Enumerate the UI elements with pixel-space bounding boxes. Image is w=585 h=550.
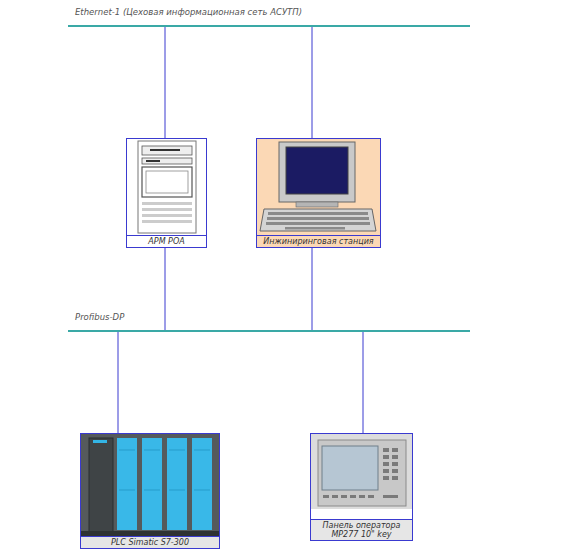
workstation-box: Инжиниринговая станция [256, 138, 381, 248]
bus-drop-line [165, 248, 166, 331]
bus-drop-line [118, 331, 119, 433]
network-bus: Profibus-DP [68, 312, 470, 332]
bus-drop-line [312, 26, 313, 138]
workstation-box: АРМ РОА [126, 138, 207, 248]
bus-label: Profibus-DP [68, 312, 470, 323]
panel-box: Панель оператора MP277 10" key [310, 433, 413, 541]
workstation-computer [257, 139, 380, 235]
bus-drop-line [312, 248, 313, 331]
device-caption: PLC Simatic S7-300 [81, 536, 219, 548]
operator-panel [311, 434, 412, 509]
network-bus: Ethernet-1 (Цеховая информационная сеть … [68, 7, 470, 27]
server-tower [127, 139, 206, 235]
device-caption: Панель оператора MP277 10" key [311, 519, 412, 540]
controller-box: PLC Simatic S7-300 [80, 433, 220, 549]
bus-label: Ethernet-1 (Цеховая информационная сеть … [68, 7, 470, 18]
plc-rack [81, 434, 219, 537]
device-caption: Инжиниринговая станция [257, 235, 380, 247]
bus-drop-line [165, 26, 166, 138]
bus-drop-line [363, 331, 364, 433]
device-caption: АРМ РОА [127, 235, 206, 247]
